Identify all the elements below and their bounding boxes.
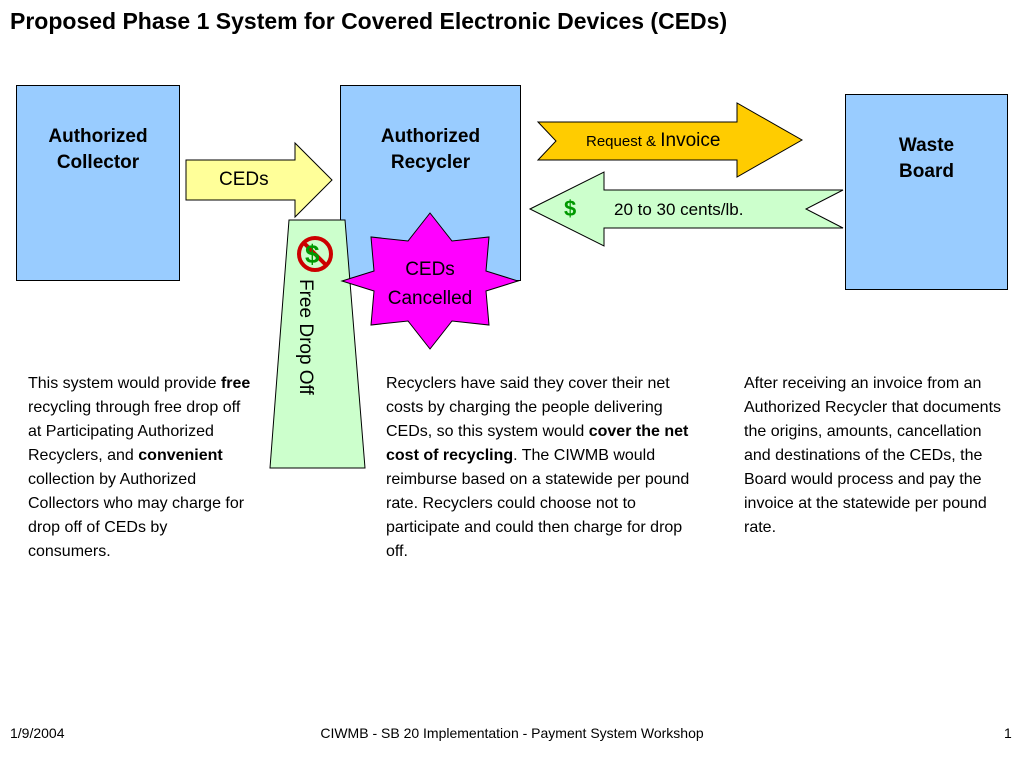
recycler-label-line2: Recycler — [390, 152, 471, 173]
authorized-collector-box: Authorized Collector — [16, 85, 180, 281]
invoice-label: Invoice — [660, 130, 721, 151]
note-right: After receiving an invoice from an Autho… — [744, 372, 1008, 540]
payment-dollar-sign: $ — [564, 196, 577, 221]
free-drop-off-label: Free Drop Off — [295, 279, 316, 395]
note-left-bold-free: free — [220, 375, 251, 392]
note-middle-bold: cover the net cost of recycling — [386, 423, 689, 464]
cancelled-line2: Cancelled — [387, 288, 473, 309]
no-charge-dollar: $ — [305, 239, 320, 269]
free-drop-off-shape — [269, 219, 366, 469]
note-left-text-2: recycling through free drop off at Parti… — [28, 399, 241, 464]
note-left-text-1: This system would provide — [28, 375, 221, 392]
note-right-text: After receiving an invoice from an Autho… — [744, 375, 1002, 536]
note-middle-text-2: . The CIWMB would reimburse based on a s… — [386, 447, 690, 560]
waste-board-box: Waste Board — [845, 94, 1008, 290]
note-left-bold-convenient: convenient — [138, 447, 223, 464]
note-middle-text-1: Recyclers have said they cover their net… — [386, 375, 670, 440]
payment-rate-label: 20 to 30 cents/lb. — [614, 200, 744, 219]
note-left-text-3: collection by Authorized Collectors who … — [28, 471, 245, 560]
footer-date: 1/9/2004 — [10, 725, 65, 741]
payment-arrow — [528, 171, 844, 247]
cancelled-line1: CEDs — [405, 259, 455, 280]
note-left: This system would provide free recycling… — [28, 372, 252, 564]
footer-page-number: 1 — [1004, 725, 1012, 741]
no-charge-circle — [297, 236, 333, 272]
footer-center: CIWMB - SB 20 Implementation - Payment S… — [320, 725, 704, 741]
request-label: Request & — [586, 133, 661, 150]
recycler-label-line1: Authorized — [380, 126, 481, 147]
request-invoice-arrow — [536, 102, 804, 178]
board-label-line2: Board — [899, 161, 954, 182]
collector-label-line1: Authorized — [48, 126, 148, 147]
request-invoice-label: Request & Invoice — [586, 130, 720, 152]
note-middle: Recyclers have said they cover their net… — [386, 372, 702, 564]
ceds-cancelled-label: CEDs Cancelled — [370, 255, 490, 313]
board-label-line1: Waste — [898, 135, 955, 156]
page-title: Proposed Phase 1 System for Covered Elec… — [10, 8, 728, 34]
no-charge-slash — [302, 241, 328, 267]
ceds-arrow-label: CEDs — [219, 169, 269, 190]
ceds-arrow — [185, 141, 333, 219]
ceds-cancelled-star — [340, 212, 520, 350]
collector-label-line2: Collector — [56, 152, 140, 173]
